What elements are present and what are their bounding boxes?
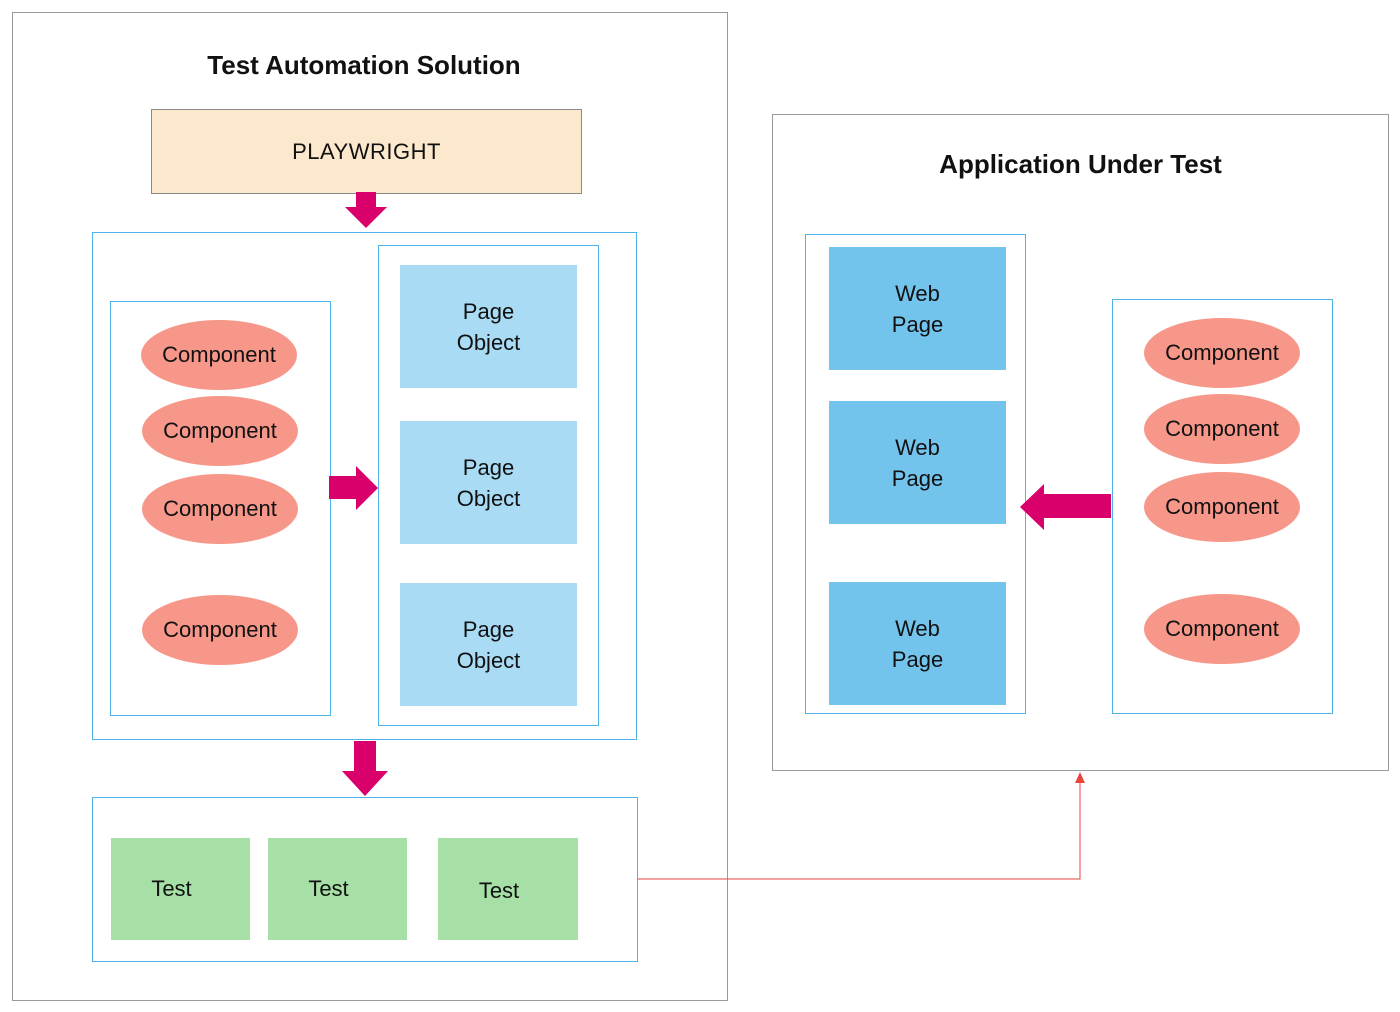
component-label: Component: [1165, 340, 1279, 365]
test-label: Test: [308, 876, 349, 901]
web-page-box: Web Page: [829, 582, 1006, 705]
page-object-label-line1: Page: [462, 298, 515, 324]
web-page-label-line1: Web: [895, 434, 940, 460]
page-object-label-line1: Page: [462, 616, 515, 642]
component-label: Component: [1165, 416, 1279, 441]
playwright-box: PLAYWRIGHT: [151, 109, 582, 194]
component-ellipse: Component: [1144, 472, 1300, 542]
test-box: Test: [111, 838, 250, 940]
component-ellipse: Component: [142, 595, 298, 665]
web-page-label-line2: Page: [891, 646, 944, 672]
component-label: Component: [163, 418, 277, 443]
component-label: Component: [1165, 616, 1279, 641]
page-object-box: Page Object: [400, 421, 577, 544]
test-box: Test: [268, 838, 407, 940]
web-page-label-line1: Web: [895, 615, 940, 641]
test-label: Test: [478, 878, 520, 903]
web-page-label-line2: Page: [891, 311, 944, 337]
test-automation-title: Test Automation Solution: [207, 50, 521, 80]
test-label: Test: [151, 876, 192, 901]
component-label: Component: [163, 496, 277, 521]
page-object-label-line2: Object: [456, 329, 521, 355]
page-object-label-line2: Object: [456, 647, 521, 673]
page-object-box: Page Object: [400, 583, 577, 706]
connector-arrowhead: [1075, 772, 1085, 783]
component-ellipse: Component: [142, 396, 298, 466]
component-label: Component: [162, 342, 276, 367]
web-page-box: Web Page: [829, 401, 1006, 524]
component-ellipse: Component: [1144, 318, 1300, 388]
web-page-box: Web Page: [829, 247, 1006, 370]
component-label: Component: [1165, 494, 1279, 519]
test-box: Test: [438, 838, 578, 940]
page-object-label-line1: Page: [462, 454, 515, 480]
web-page-label-line1: Web: [895, 280, 940, 306]
component-ellipse: Component: [142, 474, 298, 544]
application-title: Application Under Test: [939, 149, 1222, 179]
page-object-box: Page Object: [400, 265, 577, 388]
component-ellipse: Component: [1144, 394, 1300, 464]
playwright-label: PLAYWRIGHT: [292, 138, 441, 164]
component-ellipse: Component: [141, 320, 297, 390]
page-object-label-line2: Object: [456, 485, 521, 511]
component-ellipse: Component: [1144, 594, 1300, 664]
web-page-label-line2: Page: [891, 465, 944, 491]
component-label: Component: [163, 617, 277, 642]
